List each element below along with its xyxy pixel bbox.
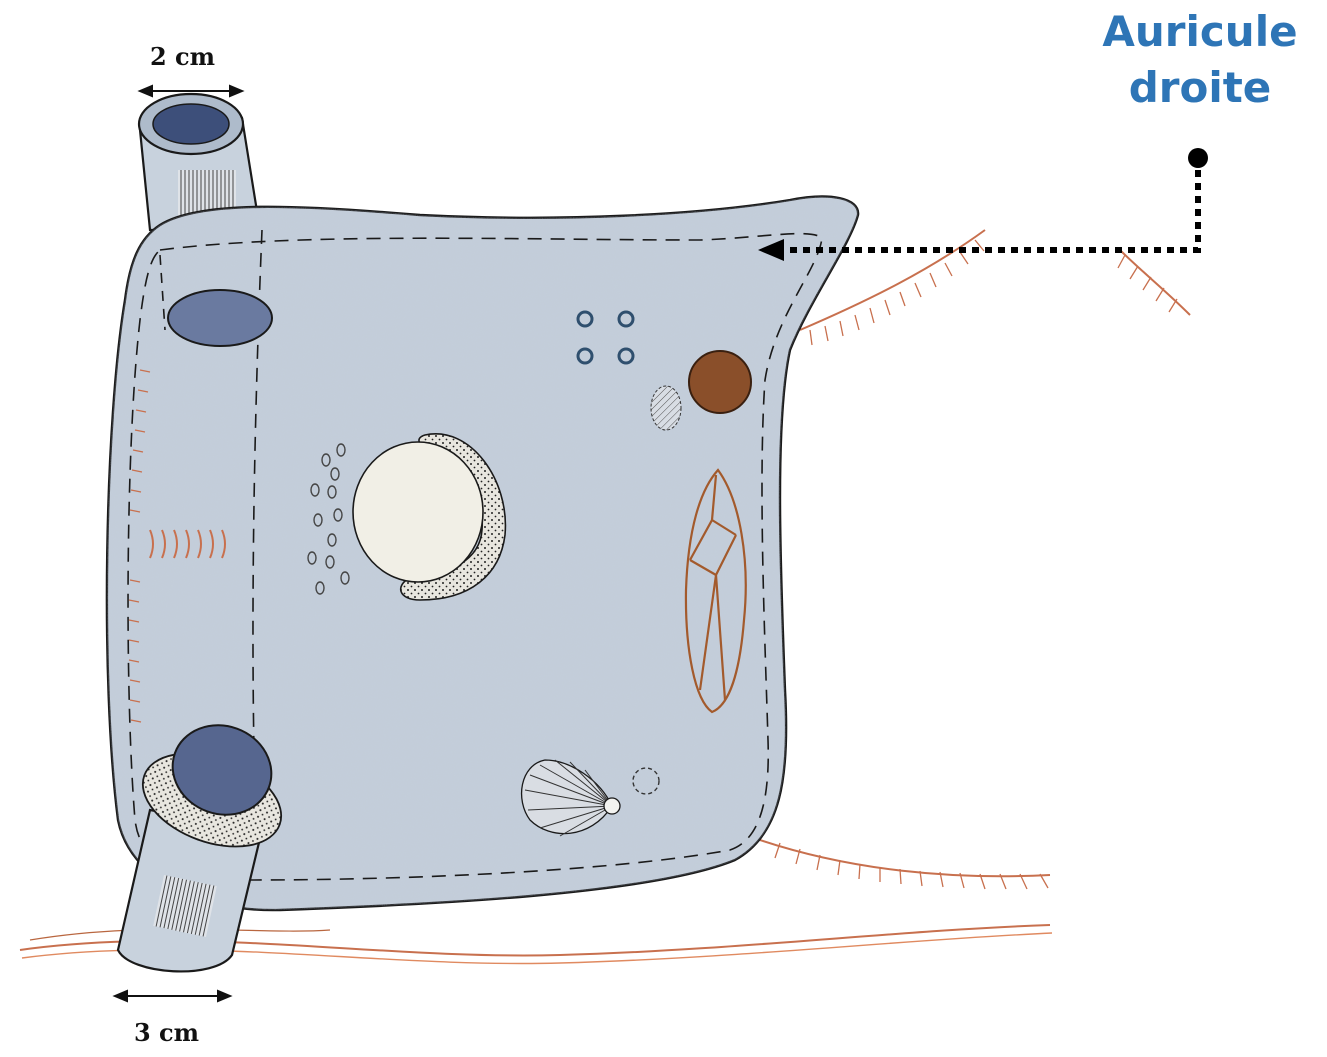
hatched-spot (651, 386, 681, 430)
inferior-vena-cava-striations (153, 875, 217, 937)
callout-label-line2: droite (1070, 60, 1327, 116)
fossa-center (353, 442, 483, 582)
callout-label: Auricule droite (1070, 4, 1327, 116)
superior-vena-cava-lumen (153, 104, 229, 144)
top-vessel-dimension: 2 cm (150, 42, 215, 71)
coronary-sinus-ostium (689, 351, 751, 413)
bottom-vessel-dimension: 3 cm (134, 1018, 199, 1047)
pericardium-hatching (775, 240, 1177, 889)
pericardium-lower-edge (760, 840, 1050, 876)
pericardium-upper-right-edge (1120, 250, 1190, 315)
dimension-arrow-bottom (115, 991, 230, 1001)
callout-dot (1188, 148, 1208, 168)
callout-label-line1: Auricule (1070, 4, 1327, 60)
svc-opening (168, 290, 272, 346)
